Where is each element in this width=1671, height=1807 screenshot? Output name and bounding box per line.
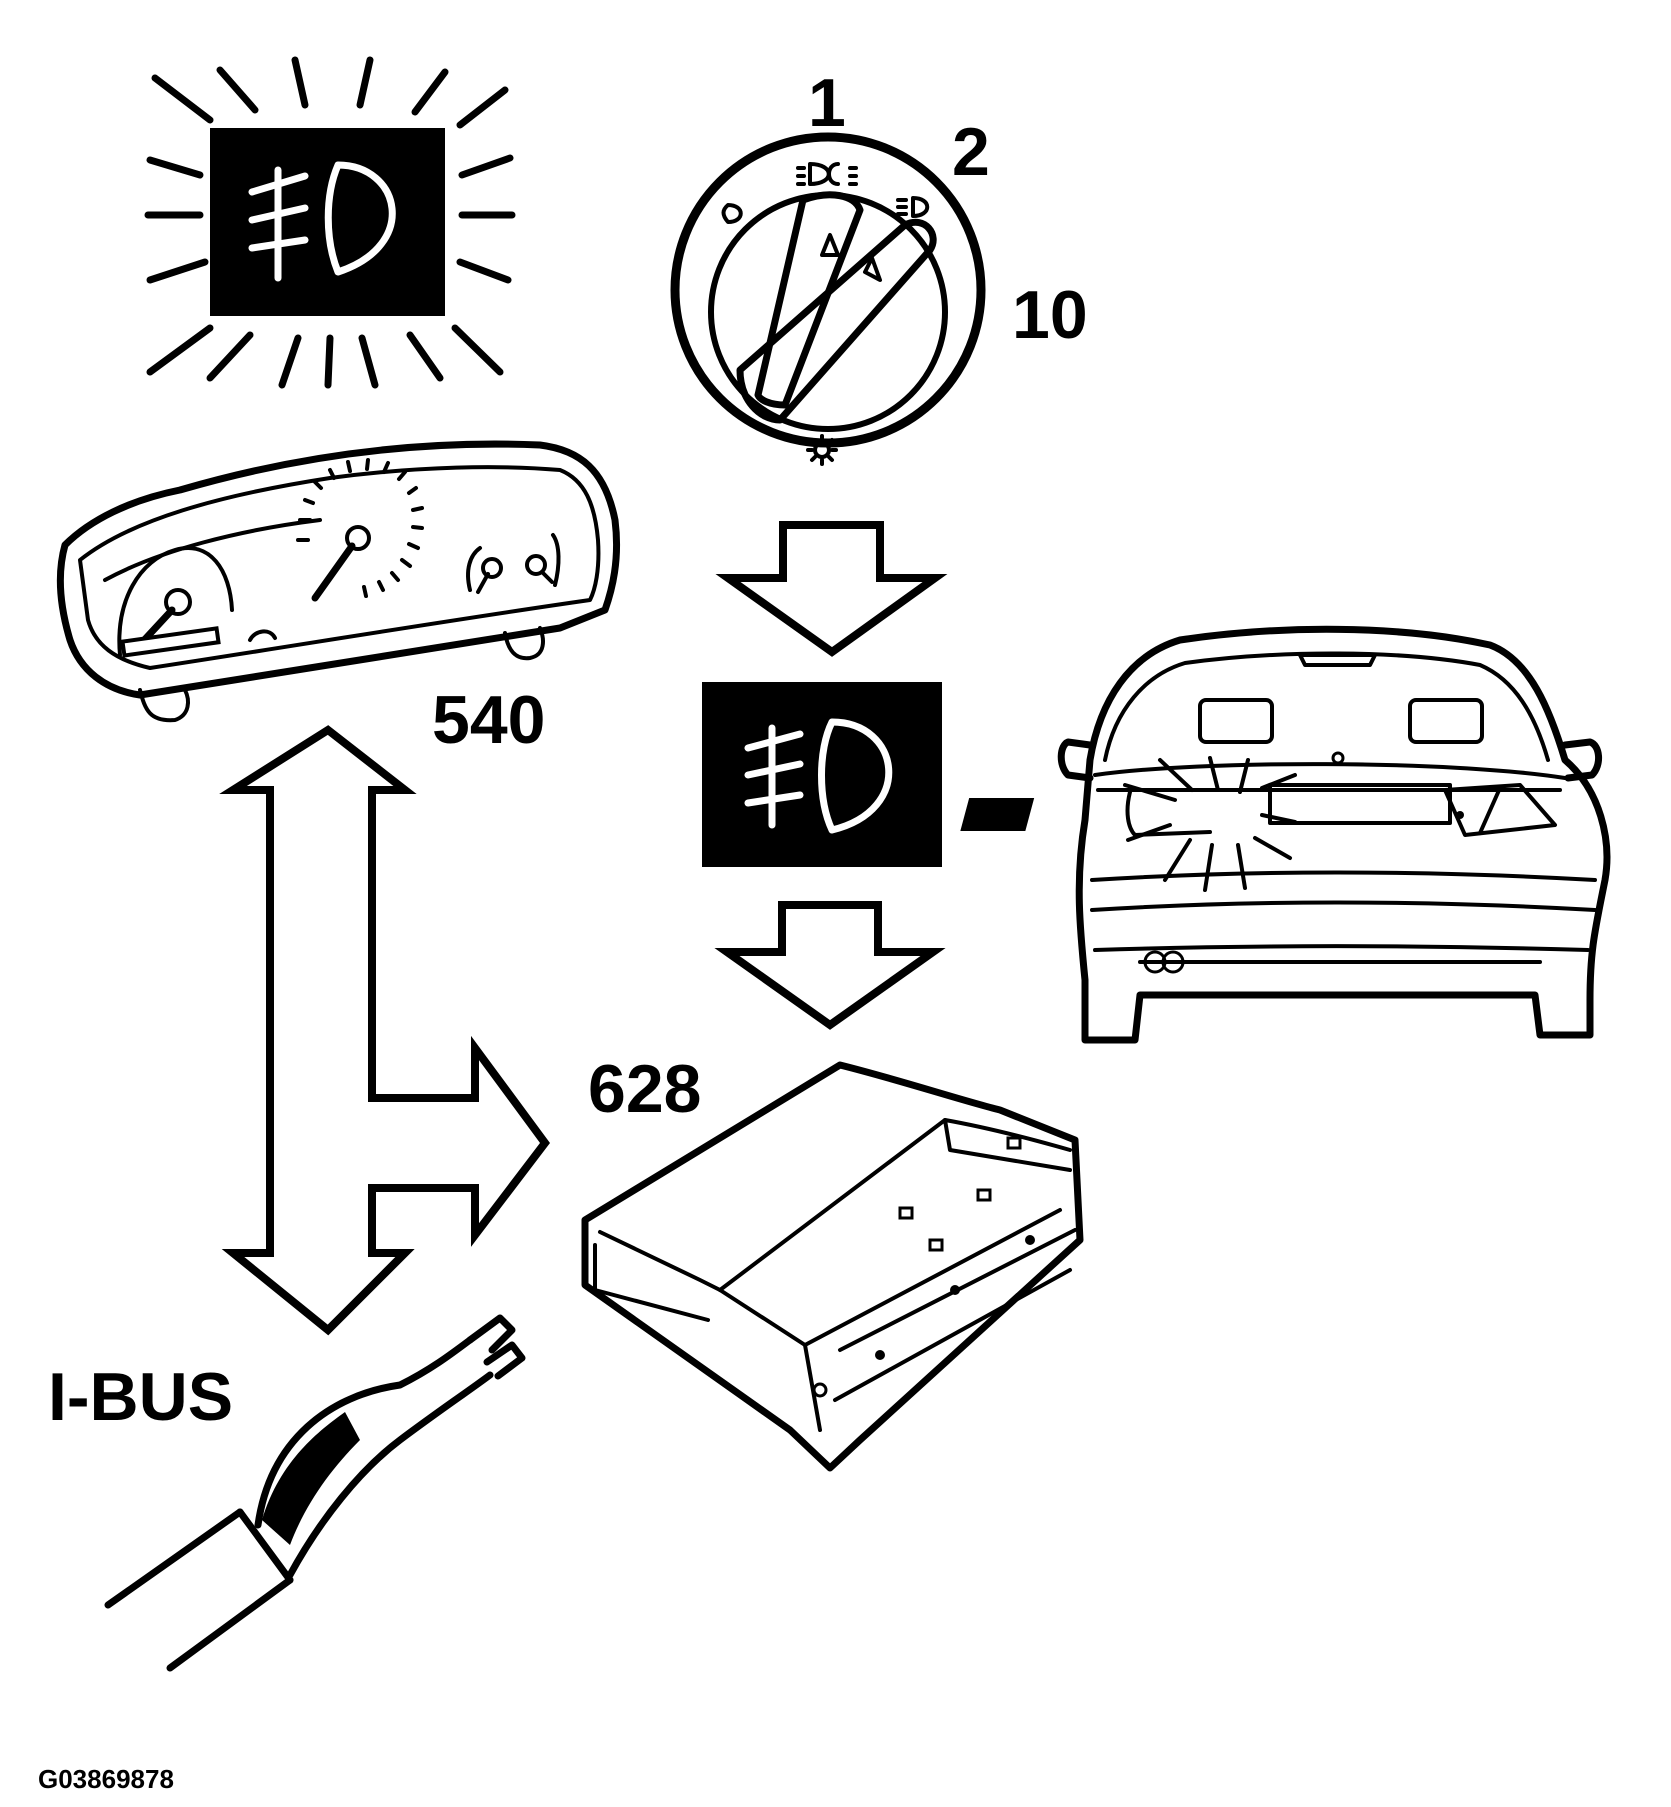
down-arrow-lower: [714, 901, 946, 1030]
bus-connector: [104, 1314, 526, 1672]
car-rear-view: [960, 625, 1611, 1044]
down-arrow-upper: [715, 521, 948, 657]
light-switch-dial: [670, 132, 986, 466]
i-bus-double-arrow: [219, 725, 550, 1336]
rear-fog-lamp-indicator-icon: [702, 682, 942, 867]
switch-reference-label: 10: [1012, 277, 1088, 353]
module-reference-label: 628: [588, 1051, 701, 1127]
figure-id: G03869878: [38, 1764, 174, 1794]
switch-position-2-label: 2: [952, 114, 990, 190]
instrument-cluster: [56, 440, 621, 723]
switch-position-1-label: 1: [808, 65, 846, 141]
rear-fog-lamp-warning-icon: [144, 56, 516, 389]
cluster-reference-label: 540: [432, 682, 545, 758]
control-module: [581, 1061, 1084, 1472]
bus-label: I-BUS: [48, 1359, 233, 1435]
speedometer-ticks: [296, 458, 424, 598]
